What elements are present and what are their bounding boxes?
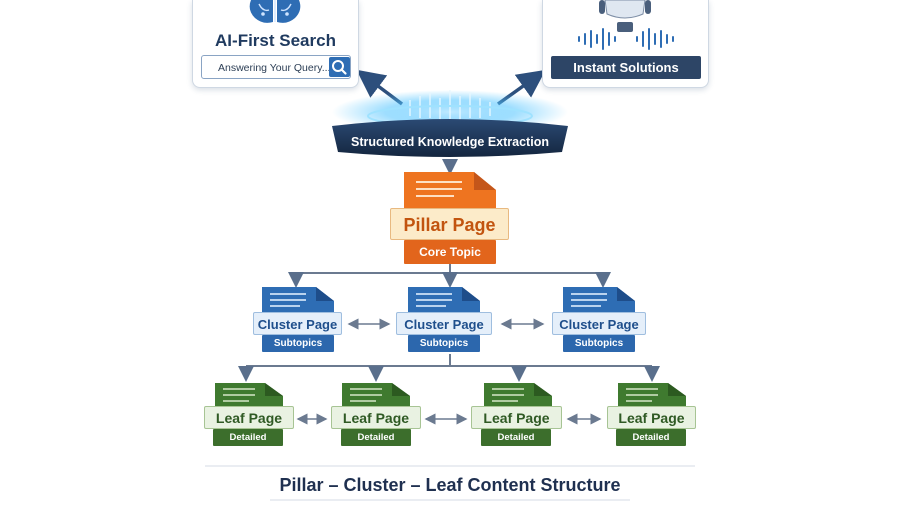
extraction-platform [332,119,568,157]
cluster-subtitle: Subtopics [408,335,480,352]
cluster-title: Cluster Page [253,312,342,335]
cluster-document-icon [262,287,334,315]
leaf-title: Leaf Page [331,406,421,429]
instant-solutions-button[interactable]: Instant Solutions [551,56,701,79]
leaf-subtitle: Detailed Articles [481,429,551,460]
leaf-subtitle: Detailed Articles [213,429,283,460]
ai-search-title: AI-First Search [215,31,336,50]
leaf-subtitle: Detailed Articles [341,429,411,460]
leaf-title: Leaf Page [607,406,696,429]
pillar-cluster-connectors [288,264,611,288]
pillar-title: Pillar Page [390,208,509,240]
pillar-subtitle: Core Topic [404,240,496,264]
leaf-document-icon [342,383,410,409]
assistant-card: Instant Solutions [542,0,709,88]
cluster-leaf-connectors [238,354,660,382]
leaf-title: Leaf Page [204,406,294,429]
search-icon [332,60,347,75]
cluster-title: Cluster Page [552,312,646,335]
search-query-text: Answering Your Query... [218,62,331,74]
search-button[interactable] [329,57,350,77]
cluster-document-icon [408,287,480,315]
cluster-title: Cluster Page [396,312,492,335]
search-input[interactable]: Answering Your Query... [201,55,351,79]
cluster-subtitle: Subtopics [563,335,635,352]
leaf-subtitle: Detailed Articles [616,429,686,460]
brain-icon [249,0,301,23]
ai-search-card: AI-First Search Answering Your Query... [192,0,359,88]
cluster-subtitle: Subtopics [262,335,334,352]
diagram-title: Pillar – Cluster – Leaf Content Structur… [279,475,621,495]
pillar-document-icon [404,172,496,212]
leaf-title: Leaf Page [471,406,562,429]
sound-wave-icon [578,28,674,50]
leaf-document-icon [215,383,283,409]
extraction-label: Structured Knowledge Extraction [351,135,549,149]
leaf-document-icon [484,383,552,409]
leaf-document-icon [618,383,686,409]
robot-assistant-icon [599,0,651,32]
cluster-document-icon [563,287,635,315]
